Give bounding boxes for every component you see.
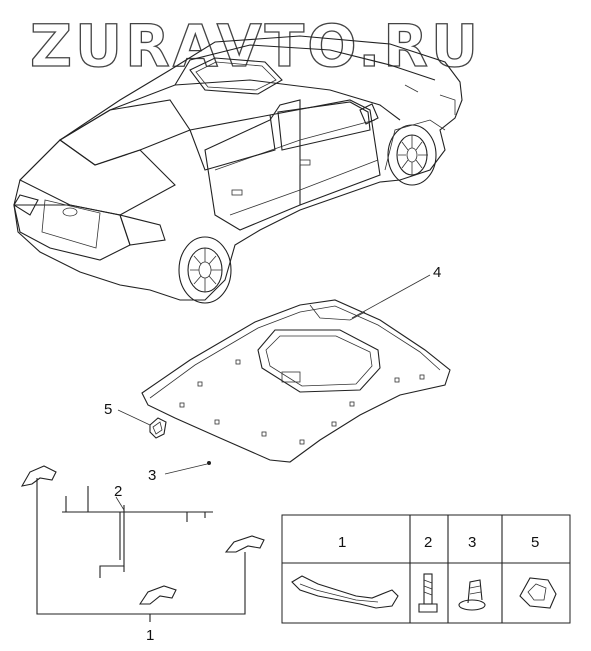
table-header-1: 1 [338, 534, 346, 551]
fastener-dot [207, 461, 211, 465]
headliner-panel [141, 299, 451, 463]
callout-4-leader [351, 274, 431, 319]
clip-part [149, 417, 167, 439]
callout-3-label: 3 [148, 467, 156, 484]
callout-5-label: 5 [104, 401, 112, 418]
callout-5-leader [117, 409, 151, 426]
callout-3-leader [164, 463, 208, 475]
callout-2-leader [115, 496, 125, 511]
callout-1-bracket [36, 478, 246, 615]
grab-handle-upper-left [20, 465, 57, 487]
parts-table: 1 2 3 5 [281, 514, 571, 624]
table-part-clip [519, 577, 557, 609]
wiring-harness [62, 486, 213, 578]
car-illustration [13, 35, 463, 304]
watermark-text: ZURAVTO.RU [30, 12, 481, 80]
table-header-2: 2 [424, 534, 432, 551]
table-header-5: 5 [531, 534, 539, 551]
callout-2-label: 2 [114, 483, 122, 500]
table-part-bolt [418, 573, 438, 613]
grab-handle-right [224, 535, 265, 553]
grab-handle-bottom [138, 585, 177, 605]
table-part-grab-handle [291, 575, 399, 609]
table-header-3: 3 [468, 534, 476, 551]
callout-1-label: 1 [146, 627, 154, 644]
table-part-fastener [458, 579, 486, 611]
callout-4-label: 4 [433, 264, 441, 281]
